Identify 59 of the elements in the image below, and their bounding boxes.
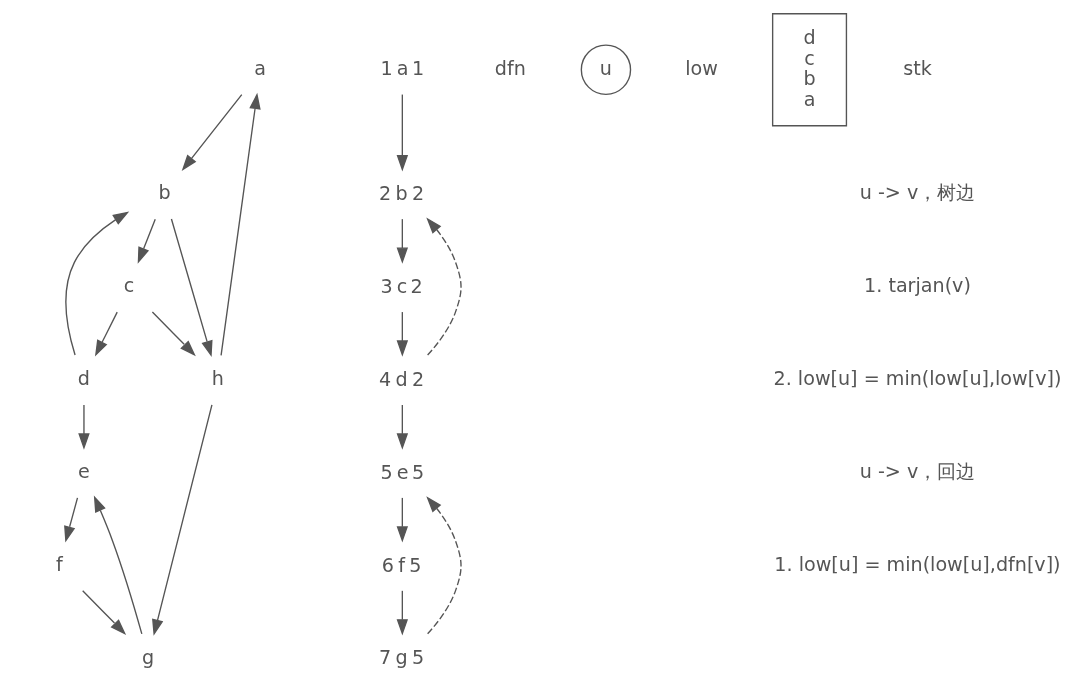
arrow xyxy=(64,211,129,356)
node-label: stk xyxy=(902,56,932,80)
arrow xyxy=(425,217,462,356)
arrow xyxy=(396,497,408,543)
arrow xyxy=(170,218,213,358)
arrow xyxy=(219,92,261,356)
node-label: 5 xyxy=(411,646,424,670)
node-label: 7 xyxy=(378,646,391,670)
label: 1. low[u] = min(low[u],dfn[v]) xyxy=(773,552,1061,576)
node-text: d xyxy=(395,367,408,391)
label: 1. tarjan(v) xyxy=(863,274,971,298)
node-label: 1 xyxy=(411,57,424,81)
arrow xyxy=(396,218,408,264)
arrow xyxy=(81,590,126,635)
label: u -> v，树边 xyxy=(859,181,975,205)
node-label: 1 xyxy=(379,57,393,81)
arrow xyxy=(63,497,78,543)
node-text: a xyxy=(396,57,409,81)
node-text: g xyxy=(141,645,154,669)
node-label: dfn xyxy=(494,56,526,80)
arrow xyxy=(425,496,462,635)
arrow xyxy=(151,404,213,636)
label: 2. low[u] = min(low[u],low[v]) xyxy=(773,366,1061,390)
node-label: 5 xyxy=(411,460,424,484)
node-text: b xyxy=(395,181,408,205)
node-text: e xyxy=(77,459,90,483)
node-label: 6 xyxy=(381,553,394,577)
node-label: 2 xyxy=(378,181,391,205)
arrow xyxy=(151,311,196,357)
node-text: c xyxy=(396,274,407,298)
label: u -> v，回边 xyxy=(859,459,975,483)
arrow xyxy=(396,93,408,172)
node-text: c xyxy=(123,274,134,298)
arrow xyxy=(181,93,242,171)
node-label: 3 xyxy=(379,274,393,298)
arrow xyxy=(77,404,90,450)
arrow xyxy=(396,404,408,450)
node-text: f xyxy=(397,553,405,577)
node-circle: u xyxy=(580,44,631,96)
arrow xyxy=(93,495,142,635)
node-label: 4 xyxy=(378,367,391,391)
node-label: 2 xyxy=(410,274,423,298)
node-text: f xyxy=(55,552,63,576)
node-text: d xyxy=(77,366,90,390)
node-text: a xyxy=(253,56,266,80)
node-label: 5 xyxy=(379,460,393,484)
node-label: low xyxy=(684,56,718,80)
node-text: g xyxy=(395,646,408,670)
node-text: b xyxy=(158,181,171,205)
node-label: 2 xyxy=(411,367,424,391)
arrow xyxy=(94,311,118,357)
node-box: d c b a xyxy=(771,13,847,127)
node-label: 2 xyxy=(411,181,424,205)
arrow xyxy=(137,218,156,264)
node-text: e xyxy=(396,460,409,484)
node-text: h xyxy=(211,366,224,390)
arrow xyxy=(396,590,408,636)
arrow xyxy=(396,311,408,357)
node-label: 5 xyxy=(408,553,421,577)
